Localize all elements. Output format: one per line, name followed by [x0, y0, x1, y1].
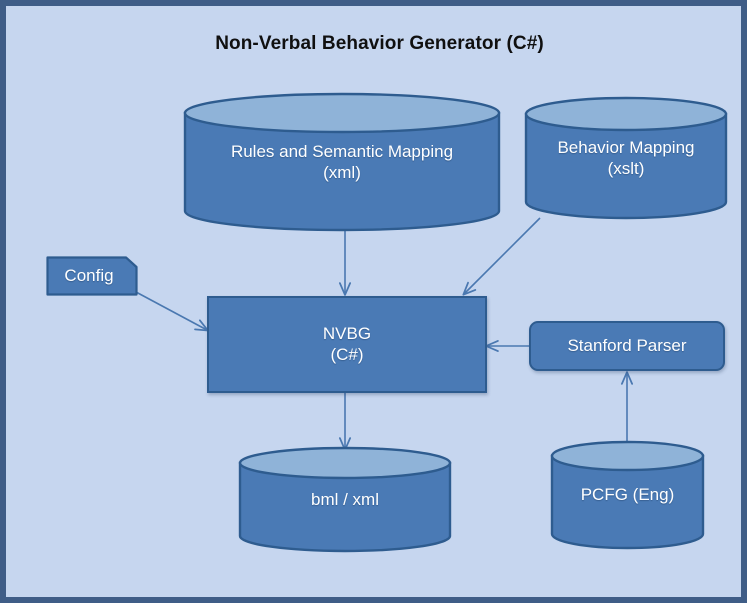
- node-config[interactable]: Config: [46, 256, 138, 296]
- node-layer: Rules and Semantic Mapping (xml) Behavio…: [6, 6, 741, 597]
- cylinder-shape: [238, 446, 452, 553]
- node-label: PCFG (Eng): [580, 485, 675, 505]
- node-bml-xml[interactable]: bml / xml: [238, 446, 452, 553]
- node-nvbg[interactable]: NVBG (C#): [207, 296, 487, 393]
- node-rules-and-semantic-mapping[interactable]: Rules and Semantic Mapping (xml): [183, 92, 501, 232]
- tag-shape: [46, 256, 138, 296]
- node-label: Stanford Parser: [567, 335, 687, 355]
- node-label: Config: [64, 265, 114, 285]
- node-label: bml / xml: [310, 489, 379, 509]
- cylinder-shape: [550, 440, 705, 550]
- node-label: Rules and Semantic Mapping (xml): [230, 142, 454, 182]
- cylinder-shape: [183, 92, 501, 232]
- node-label: Behavior Mapping (xslt): [557, 138, 695, 178]
- node-behavior-mapping[interactable]: Behavior Mapping (xslt): [524, 96, 728, 220]
- node-label: NVBG (C#): [322, 323, 372, 364]
- cylinder-shape: [524, 96, 728, 220]
- node-pcfg[interactable]: PCFG (Eng): [550, 440, 705, 550]
- page-title: Non-Verbal Behavior Generator (C#): [215, 33, 544, 54]
- node-stanford-parser[interactable]: Stanford Parser: [529, 321, 725, 371]
